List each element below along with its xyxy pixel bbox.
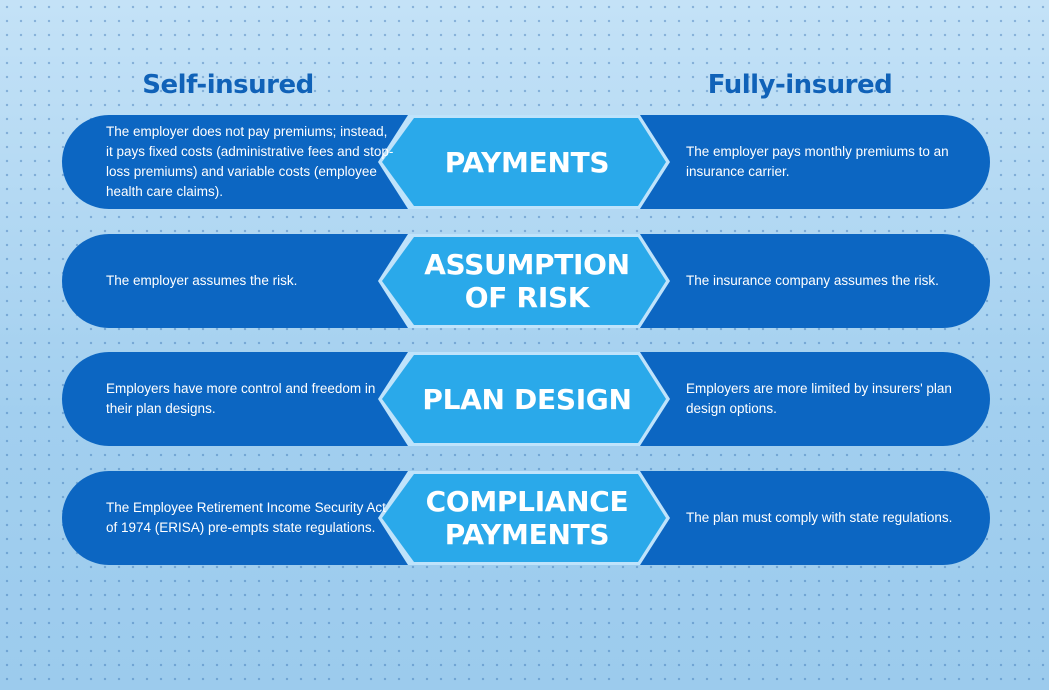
self-insured-description: The Employee Retirement Income Security …: [106, 500, 386, 535]
category-hexagon: [378, 115, 670, 209]
comparison-row-compliance-payments: The Employee Retirement Income Security …: [62, 471, 990, 565]
category-label: PLAN DESIGN: [422, 382, 632, 416]
category-label: PAYMENTS: [444, 145, 610, 179]
category-hexagon: [378, 352, 670, 446]
fully-insured-description: The plan must comply with state regulati…: [686, 510, 953, 525]
self-insured-description: Employers have more control and freedom …: [106, 381, 376, 416]
category-hexagon: [378, 234, 670, 328]
fully-insured-description: Employers are more limited by insurers' …: [686, 381, 952, 416]
self-insured-description: The employer does not pay premiums; inst…: [106, 124, 394, 199]
fully-insured-description: The insurance company assumes the risk.: [686, 273, 939, 288]
category-hexagon: [378, 471, 670, 565]
fully-insured-header: Fully-insured: [707, 70, 893, 100]
self-insured-description: The employer assumes the risk.: [106, 273, 298, 288]
fully-insured-description: The employer pays monthly premiums to an…: [686, 144, 949, 179]
self-insured-header: Self-insured: [142, 70, 314, 100]
comparison-row-payments: The employer does not pay premiums; inst…: [62, 115, 990, 209]
category-label: ASSUMPTION OF RISK: [424, 248, 630, 314]
comparison-row-assumption-of-risk: The employer assumes the risk. ASSUMPTIO…: [62, 234, 990, 328]
category-label: COMPLIANCE PAYMENTS: [425, 485, 629, 551]
comparison-row-plan-design: Employers have more control and freedom …: [62, 352, 990, 446]
